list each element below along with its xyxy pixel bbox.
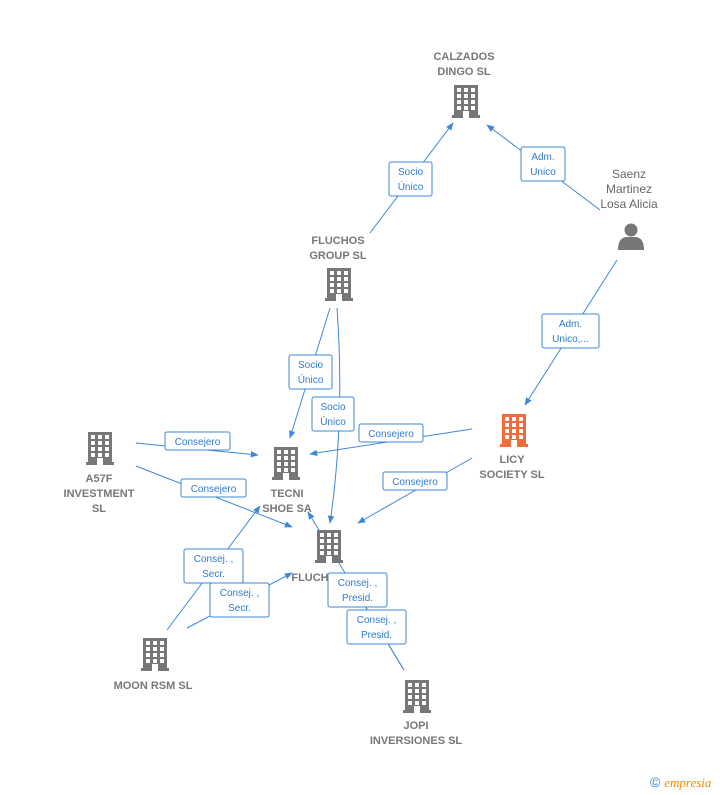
edge-label-saenz-calzados[interactable]: Adm.Unico bbox=[520, 146, 566, 182]
brand-name: mpresia bbox=[670, 775, 712, 790]
person-icon[interactable] bbox=[618, 223, 644, 251]
node-label-fluchos[interactable]: FLUCH bbox=[291, 572, 328, 584]
svg-text:Adm.Unico: Adm.Unico bbox=[530, 152, 556, 178]
edge-label-moon-tecni[interactable]: Consej. ,Secr. bbox=[183, 548, 244, 584]
svg-text:Consej. ,Presid.: Consej. ,Presid. bbox=[338, 578, 377, 604]
edge-label-moon-fluchos[interactable]: Consej. ,Secr. bbox=[209, 582, 270, 618]
edge-label-saenz-licy[interactable]: Adm.Unico,... bbox=[541, 313, 600, 349]
building-icon[interactable] bbox=[86, 432, 114, 465]
svg-text:Consejero: Consejero bbox=[368, 429, 414, 440]
svg-text:Consejero: Consejero bbox=[175, 437, 221, 448]
brand-initial: e bbox=[664, 775, 670, 790]
svg-text:Consejero: Consejero bbox=[392, 477, 438, 488]
building-icon[interactable] bbox=[315, 530, 343, 563]
edge-label-licy-fluchos[interactable]: Consejero bbox=[382, 471, 448, 491]
edge-label-licy-tecni[interactable]: Consejero bbox=[358, 423, 424, 443]
svg-text:Consej. ,Secr.: Consej. ,Secr. bbox=[194, 554, 233, 580]
copyright-symbol: © bbox=[650, 774, 661, 790]
edge-label-jopi-fluchos[interactable]: Consej. ,Presid. bbox=[346, 609, 407, 645]
building-icon[interactable] bbox=[141, 638, 169, 671]
building-icon[interactable] bbox=[500, 414, 528, 447]
svg-text:Adm.Unico,...: Adm.Unico,... bbox=[552, 319, 589, 345]
building-icon[interactable] bbox=[403, 680, 431, 713]
node-label-moon[interactable]: MOON RSM SL bbox=[114, 680, 193, 692]
footer-brand: © empresia bbox=[650, 774, 711, 791]
svg-text:Consej. ,Presid.: Consej. ,Presid. bbox=[357, 615, 396, 641]
building-icon[interactable] bbox=[272, 447, 300, 480]
svg-text:Consejero: Consejero bbox=[191, 484, 237, 495]
building-icon[interactable] bbox=[325, 268, 353, 301]
building-icon[interactable] bbox=[452, 85, 480, 118]
edge-label-a57f-tecni[interactable]: Consejero bbox=[164, 431, 231, 451]
edge-label-a57f-fluchos[interactable]: Consejero bbox=[180, 478, 247, 498]
brand-logo: empresia bbox=[664, 775, 711, 790]
edge-label-jopi-tecni[interactable]: Consej. ,Presid. bbox=[327, 572, 388, 608]
svg-text:Consej. ,Secr.: Consej. ,Secr. bbox=[220, 588, 259, 614]
